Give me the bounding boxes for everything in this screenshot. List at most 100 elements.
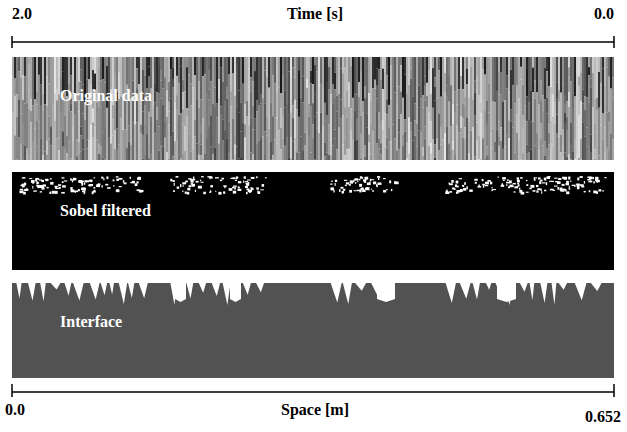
data-streak bbox=[288, 157, 290, 160]
data-streak bbox=[172, 156, 174, 160]
data-streak bbox=[458, 89, 460, 132]
data-streak bbox=[596, 57, 598, 98]
data-streak bbox=[162, 57, 164, 88]
data-streak bbox=[402, 146, 404, 160]
data-streak bbox=[570, 81, 572, 122]
data-streak bbox=[68, 57, 70, 84]
data-streak bbox=[168, 124, 170, 158]
edge-speck bbox=[568, 177, 570, 180]
data-streak bbox=[428, 146, 430, 160]
data-streak bbox=[406, 142, 408, 158]
data-streak bbox=[462, 138, 464, 160]
data-streak bbox=[292, 141, 294, 160]
data-streak bbox=[68, 140, 70, 160]
data-streak bbox=[282, 115, 284, 138]
data-streak bbox=[434, 158, 436, 160]
edge-speck bbox=[238, 186, 239, 188]
data-streak bbox=[386, 75, 388, 99]
data-streak bbox=[16, 159, 18, 160]
data-streak bbox=[34, 129, 36, 160]
data-streak bbox=[408, 57, 410, 85]
data-streak bbox=[110, 109, 112, 144]
data-streak bbox=[474, 116, 476, 156]
data-streak bbox=[276, 57, 278, 93]
data-streak bbox=[106, 57, 108, 66]
data-streak bbox=[418, 57, 420, 86]
data-streak bbox=[28, 109, 30, 157]
data-streak bbox=[530, 149, 532, 160]
data-streak bbox=[208, 70, 210, 90]
data-streak bbox=[114, 106, 116, 131]
edge-speck bbox=[173, 190, 175, 192]
data-streak bbox=[172, 79, 174, 88]
data-streak bbox=[426, 107, 428, 139]
data-streak bbox=[258, 57, 260, 105]
edge-speck bbox=[97, 184, 100, 185]
data-streak bbox=[580, 57, 582, 72]
data-streak bbox=[528, 120, 530, 153]
data-streak bbox=[312, 84, 314, 103]
data-streak bbox=[482, 138, 484, 160]
data-streak bbox=[222, 141, 224, 160]
data-streak bbox=[398, 118, 400, 132]
edge-speck bbox=[55, 186, 57, 188]
data-streak bbox=[146, 134, 148, 160]
data-streak bbox=[240, 57, 242, 102]
edge-speck bbox=[195, 190, 196, 192]
data-streak bbox=[396, 103, 398, 150]
edge-speck bbox=[534, 179, 536, 181]
data-streak bbox=[550, 57, 552, 87]
data-streak bbox=[528, 102, 530, 120]
data-streak bbox=[178, 83, 180, 114]
data-streak bbox=[236, 57, 238, 66]
data-streak bbox=[374, 88, 376, 127]
data-streak bbox=[612, 98, 614, 140]
data-streak bbox=[114, 57, 116, 74]
data-streak bbox=[498, 94, 500, 121]
data-streak bbox=[246, 101, 248, 117]
data-streak bbox=[280, 128, 282, 149]
data-streak bbox=[574, 139, 576, 159]
data-streak bbox=[94, 57, 96, 74]
edge-speck bbox=[138, 177, 141, 180]
data-streak bbox=[254, 130, 256, 160]
data-streak bbox=[532, 122, 534, 160]
edge-speck bbox=[544, 178, 546, 181]
data-streak bbox=[104, 159, 106, 161]
data-streak bbox=[590, 78, 592, 87]
edge-speck bbox=[107, 187, 111, 189]
data-streak bbox=[518, 57, 520, 98]
data-streak bbox=[530, 57, 532, 90]
edge-speck bbox=[359, 184, 362, 187]
data-streak bbox=[80, 151, 82, 160]
interface-spike bbox=[89, 281, 100, 300]
data-streak bbox=[76, 156, 78, 160]
data-streak bbox=[58, 94, 60, 137]
data-streak bbox=[76, 100, 78, 139]
data-streak bbox=[240, 102, 242, 131]
data-streak bbox=[58, 57, 60, 94]
data-streak bbox=[524, 159, 526, 160]
edge-speck bbox=[460, 189, 463, 192]
edge-speck bbox=[350, 180, 353, 182]
interface-spike bbox=[16, 281, 22, 298]
interface-spike bbox=[342, 281, 352, 304]
data-streak bbox=[250, 92, 252, 118]
data-streak bbox=[540, 80, 542, 100]
data-streak bbox=[198, 82, 200, 108]
data-streak bbox=[336, 57, 338, 96]
data-streak bbox=[78, 153, 80, 160]
data-streak bbox=[396, 57, 398, 103]
data-streak bbox=[382, 130, 384, 160]
data-streak bbox=[458, 57, 460, 89]
data-streak bbox=[516, 115, 518, 133]
data-streak bbox=[590, 134, 592, 153]
data-streak bbox=[148, 57, 150, 66]
data-streak bbox=[534, 98, 536, 145]
data-streak bbox=[38, 57, 40, 75]
interface-spike bbox=[519, 281, 529, 292]
data-streak bbox=[282, 138, 284, 146]
data-streak bbox=[488, 155, 490, 160]
data-streak bbox=[558, 137, 560, 160]
data-streak bbox=[526, 145, 528, 153]
